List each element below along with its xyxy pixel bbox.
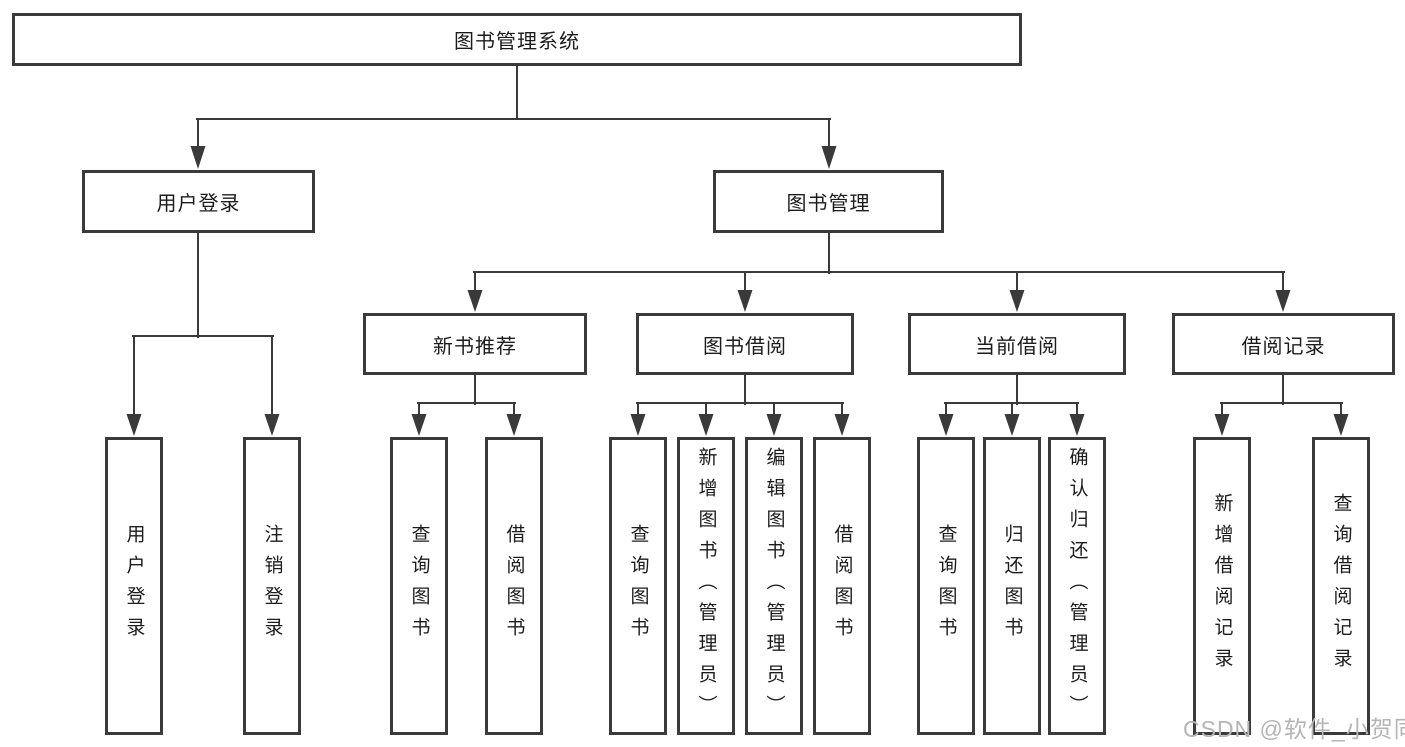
leaf-user-login: 用户登录 — [105, 437, 163, 735]
connector-bookborrow-to-leaves — [630, 374, 850, 436]
leaf-label: 借阅图书 — [503, 524, 525, 648]
leaf-query-books-3: 查询图书 — [917, 437, 975, 735]
leaf-label: 查询图书 — [935, 524, 957, 648]
node-book-management: 图书管理 — [713, 170, 944, 233]
connector-newbook-to-leaves — [411, 374, 522, 436]
leaf-borrow-books-2: 借阅图书 — [813, 437, 871, 735]
connector-root-to-level2 — [190, 65, 837, 169]
leaf-label: 归还图书 — [1001, 524, 1023, 648]
connector-bookmgmt-to-level3 — [467, 232, 1291, 312]
leaf-query-books-2: 查询图书 — [609, 437, 667, 735]
leaf-query-borrow-record: 查询借阅记录 — [1312, 437, 1370, 735]
leaf-label: 查询图书 — [627, 524, 649, 648]
leaf-add-books-admin: 新增图书（管理员） — [677, 437, 735, 735]
leaf-label: 确认归还（管理员） — [1066, 446, 1088, 726]
node-borrowing-records: 借阅记录 — [1172, 313, 1395, 375]
leaf-return-books: 归还图书 — [983, 437, 1041, 735]
leaf-label: 借阅图书 — [831, 524, 853, 648]
leaf-query-books-1: 查询图书 — [390, 437, 448, 735]
leaf-label: 用户登录 — [123, 524, 145, 648]
node-library-system: 图书管理系统 — [12, 13, 1022, 66]
leaf-label: 注销登录 — [261, 524, 283, 648]
leaf-edit-books-admin: 编辑图书（管理员） — [745, 437, 803, 735]
connector-userlogin-to-leaves — [126, 232, 280, 436]
leaf-label: 查询借阅记录 — [1330, 493, 1352, 679]
leaf-logout: 注销登录 — [243, 437, 301, 735]
node-current-borrowing: 当前借阅 — [908, 313, 1126, 375]
node-book-borrowing: 图书借阅 — [636, 313, 854, 375]
leaf-label: 编辑图书（管理员） — [763, 446, 785, 726]
connector-records-to-leaves — [1214, 374, 1349, 436]
leaf-label: 新增借阅记录 — [1211, 493, 1233, 679]
leaf-label: 新增图书（管理员） — [695, 446, 717, 726]
node-new-book-recommendation: 新书推荐 — [363, 313, 587, 375]
leaf-label: 查询图书 — [408, 524, 430, 648]
node-user-login: 用户登录 — [82, 170, 315, 233]
leaf-add-borrow-record: 新增借阅记录 — [1193, 437, 1251, 735]
connector-currentborrow-to-leaves — [938, 374, 1085, 436]
leaf-borrow-books-1: 借阅图书 — [485, 437, 543, 735]
leaf-confirm-return-admin: 确认归还（管理员） — [1048, 437, 1106, 735]
csdn-watermark: CSDN @软件_小贺同学 — [1183, 716, 1405, 742]
